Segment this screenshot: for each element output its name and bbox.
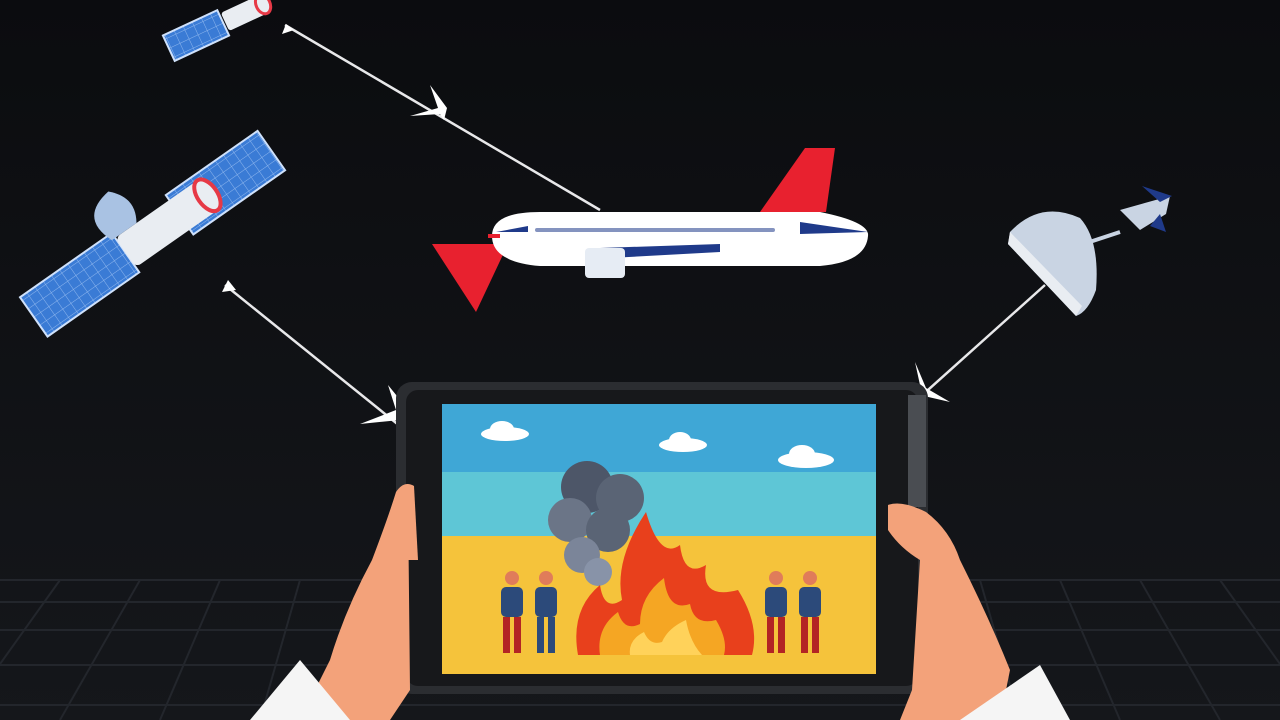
clouds bbox=[481, 421, 834, 468]
satellite-icon-small bbox=[161, 0, 273, 63]
fire bbox=[576, 512, 755, 655]
person bbox=[765, 571, 787, 653]
smoke bbox=[548, 461, 644, 586]
person bbox=[799, 571, 821, 653]
person bbox=[535, 571, 557, 653]
arrow-icon bbox=[410, 85, 447, 120]
airplane-icon bbox=[432, 148, 869, 312]
satellite-icon-large bbox=[18, 129, 287, 338]
arrow-icon bbox=[282, 24, 294, 34]
arrow-icon bbox=[222, 280, 236, 292]
left-hand bbox=[250, 484, 418, 720]
drone-icon bbox=[1120, 186, 1172, 232]
satellite-dish-icon bbox=[1008, 211, 1121, 316]
right-hand bbox=[888, 503, 1070, 720]
person bbox=[501, 571, 523, 653]
people bbox=[501, 571, 821, 653]
tablet-screen bbox=[442, 404, 876, 674]
